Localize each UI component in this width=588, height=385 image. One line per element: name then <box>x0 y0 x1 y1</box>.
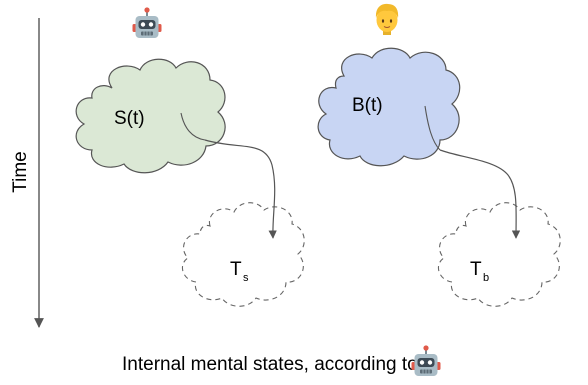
robot-state-cloud-inner-curl <box>180 112 206 141</box>
robot-state-cloud-shape <box>75 58 226 174</box>
robot-state-cloud: S(t) <box>75 58 226 174</box>
human-state-cloud: B(t) <box>317 47 461 167</box>
time-axis: Time <box>10 18 44 328</box>
time-axis-label: Time <box>10 151 31 193</box>
human-target-cloud-shape <box>437 202 561 307</box>
human-state-cloud-inner-curl <box>424 105 441 151</box>
robot-icon <box>131 6 163 39</box>
robot-target-subscript: s <box>243 272 249 284</box>
robot-transition-arrow <box>204 139 277 239</box>
robot-target-label: T <box>230 259 242 280</box>
caption-robot-icon <box>410 344 442 377</box>
human-target-cloud: T b <box>437 202 561 307</box>
human-state-label: B(t) <box>352 95 383 116</box>
human-state-cloud-shape <box>317 47 461 167</box>
robot-state-label: S(t) <box>114 108 145 129</box>
caption: Internal mental states, according to <box>122 344 442 377</box>
human-transition-arrow <box>439 149 521 239</box>
robot-target-cloud: T s <box>181 202 305 307</box>
caption-text: Internal mental states, according to <box>122 354 418 375</box>
human-target-subscript: b <box>483 272 489 284</box>
robot-target-cloud-shape <box>181 202 305 307</box>
human-target-label: T <box>470 259 482 280</box>
person-icon <box>375 3 399 35</box>
